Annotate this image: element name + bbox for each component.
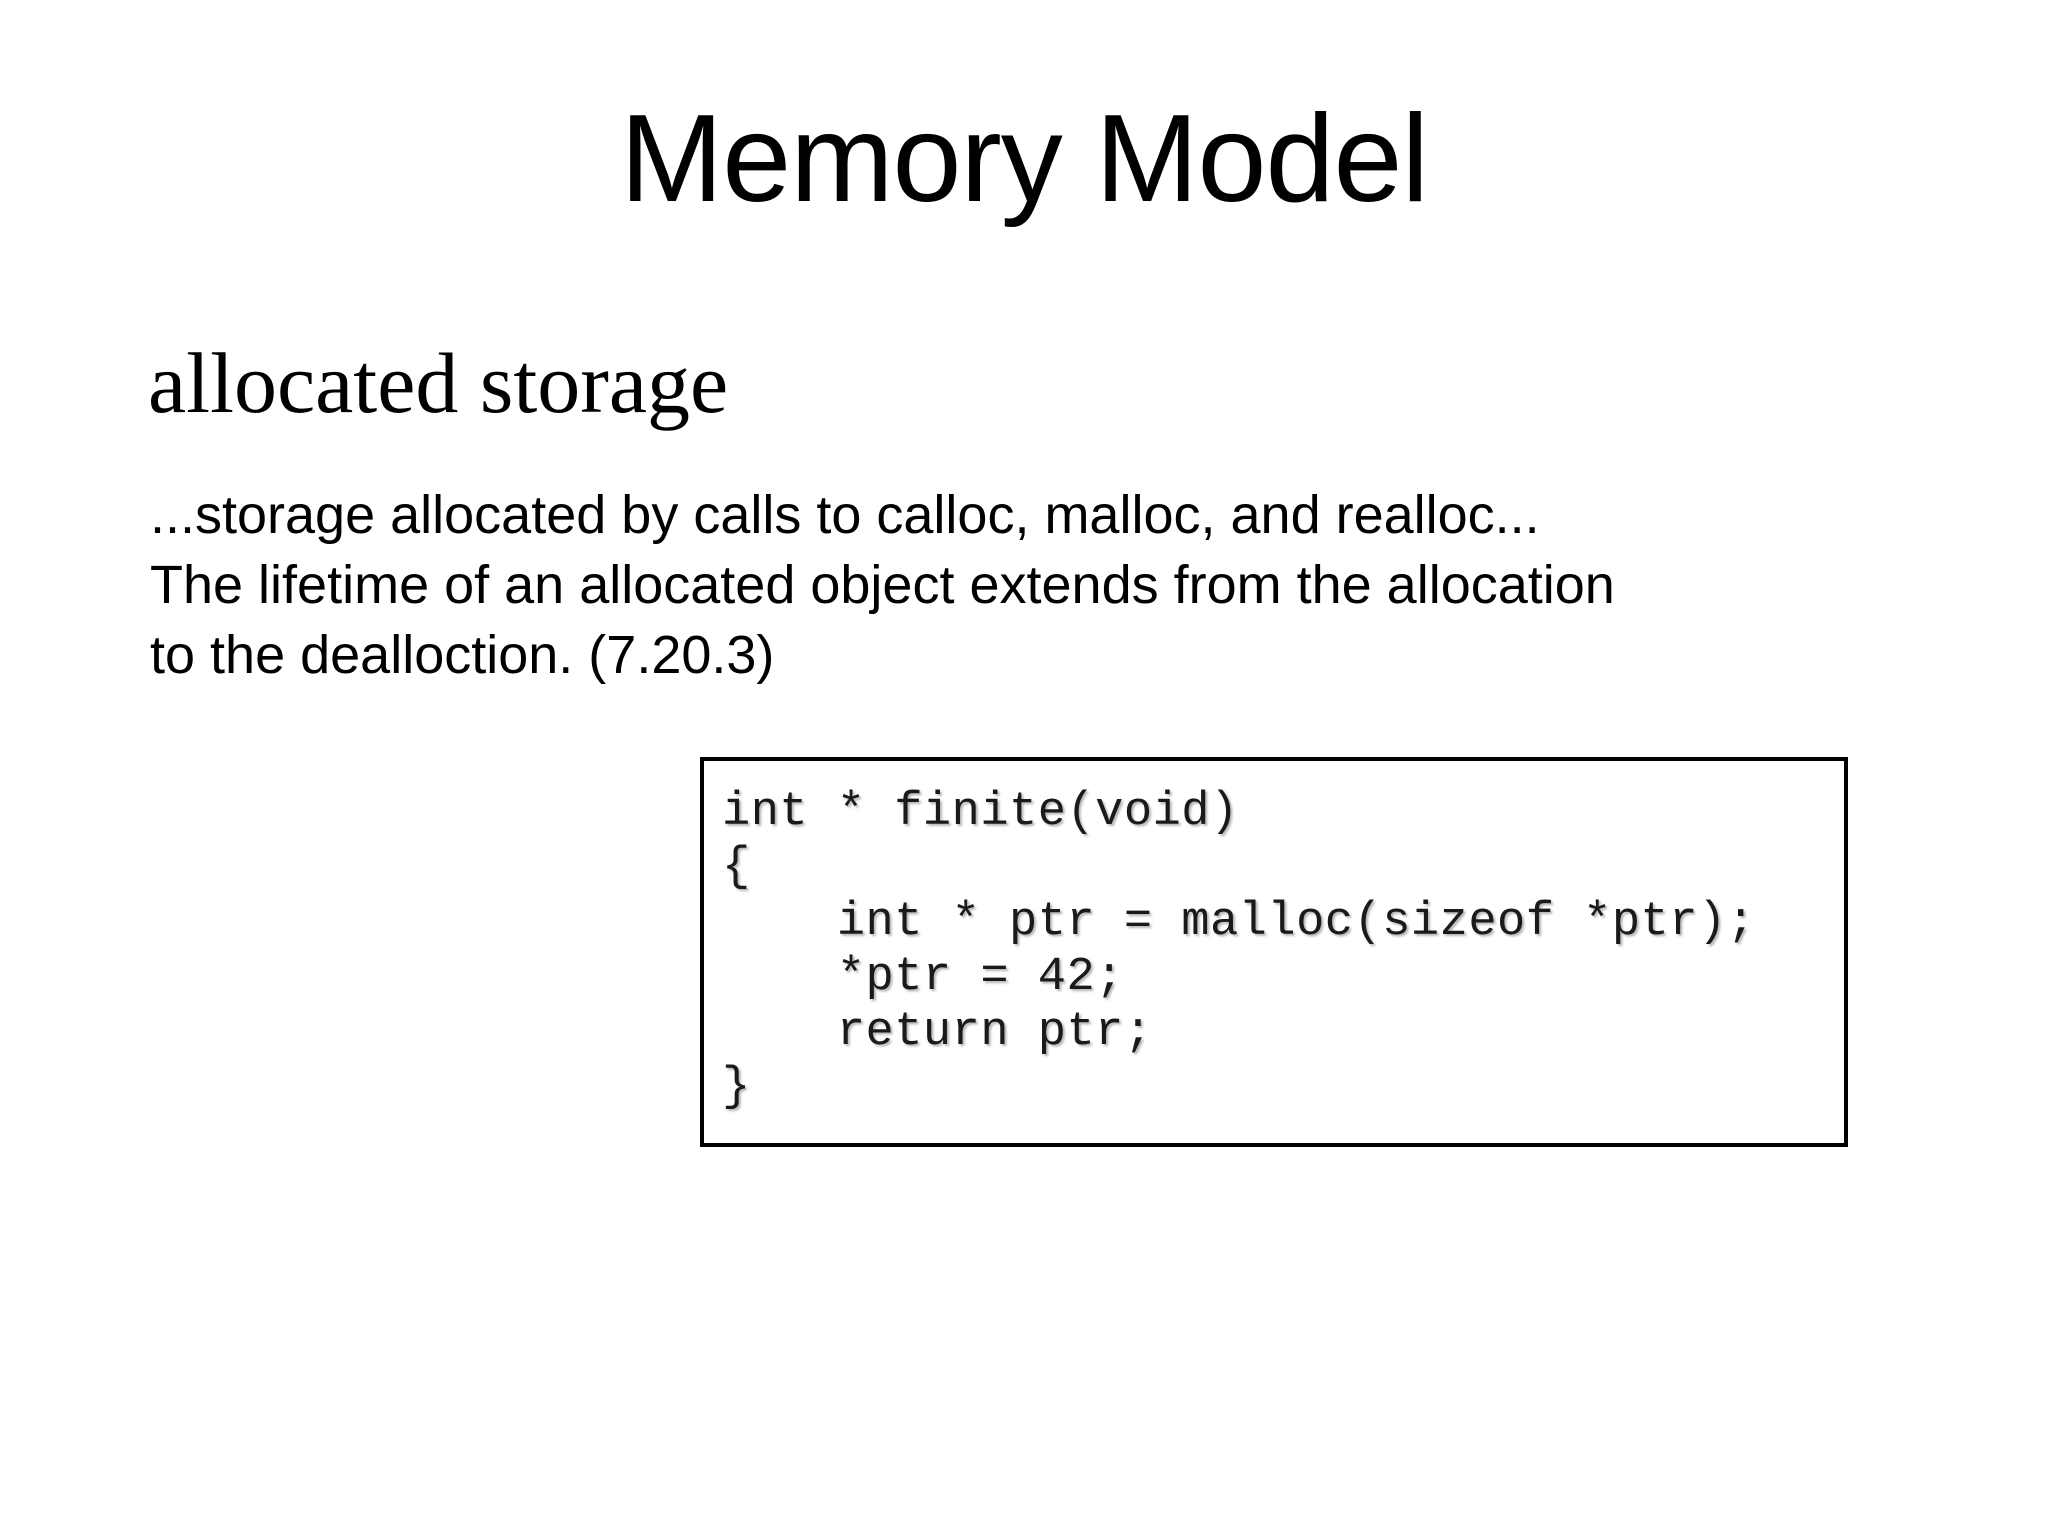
code-line: int * finite(void) [722, 786, 1239, 839]
code-block-container: int * finite(void){ int * ptr = malloc(s… [700, 757, 1848, 1147]
body-line: to the dealloction. (7.20.3) [150, 625, 775, 685]
body-line: The lifetime of an allocated object exte… [150, 555, 1615, 615]
code-line: return ptr; [722, 1006, 1153, 1059]
code-line: int * ptr = malloc(sizeof *ptr); [722, 896, 1756, 949]
page-title: Memory Model [620, 90, 1429, 228]
body-paragraph: ...storage allocated by calls to calloc,… [150, 480, 1950, 690]
code-listing: int * finite(void){ int * ptr = malloc(s… [722, 785, 1755, 1115]
code-line: *ptr = 42; [722, 951, 1124, 1004]
code-line: } [722, 1061, 751, 1114]
code-line: { [722, 841, 751, 894]
section-heading: allocated storage [148, 335, 729, 431]
body-line: ...storage allocated by calls to calloc,… [150, 485, 1540, 545]
